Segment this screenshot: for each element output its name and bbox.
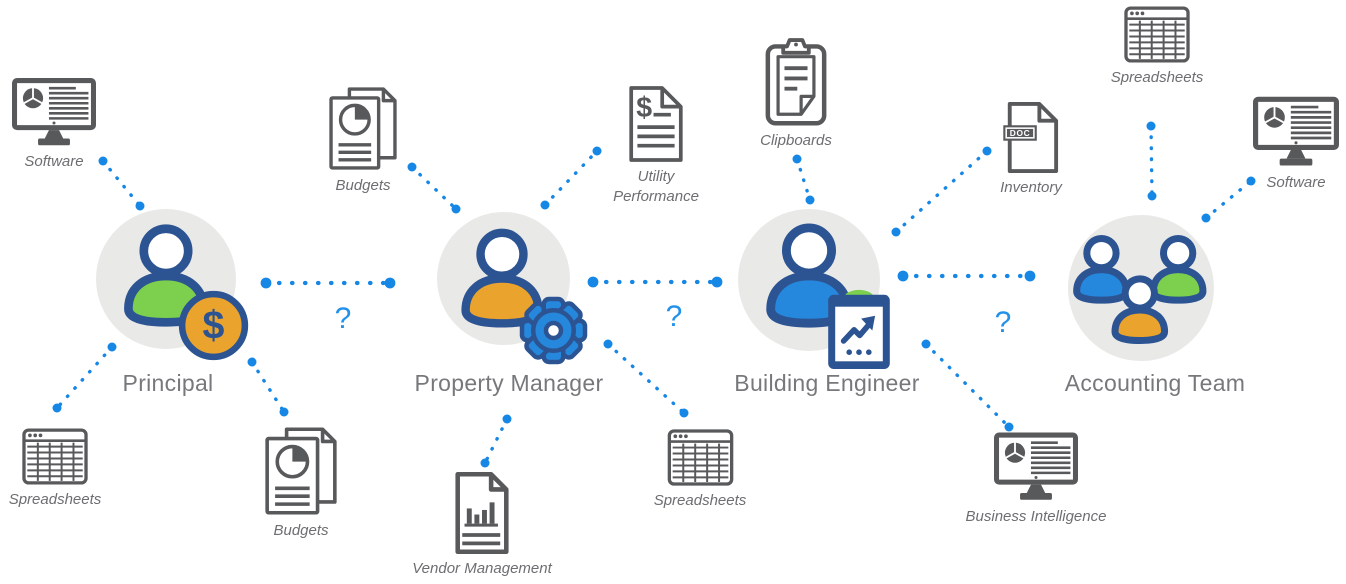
budgets-icon	[329, 87, 397, 170]
tool-label: Budgets	[273, 522, 329, 539]
gear-icon	[519, 296, 588, 365]
spreadsheet-icon	[1124, 6, 1190, 63]
clipboard-icon	[765, 38, 827, 126]
team-member-orange	[1111, 275, 1169, 344]
tool-label: Business Intelligence	[965, 508, 1107, 525]
monitor-report-icon	[994, 432, 1078, 500]
building-engineer-person-icon	[766, 223, 852, 328]
tool-label: Clipboards	[760, 132, 832, 149]
tool-label: Inventory	[1000, 179, 1062, 196]
monitor-report-icon	[1253, 96, 1339, 166]
role-label-principal: Principal	[122, 370, 214, 396]
tool-inventory: DOC Inventory	[975, 102, 1087, 198]
spreadsheet-icon	[667, 429, 733, 486]
tool-clipboards: Clipboards	[741, 36, 851, 151]
clipboard-chart-icon	[828, 289, 890, 369]
connector-property-manager-building-engineer	[587, 276, 723, 288]
role-label-building-engineer: Building Engineer	[734, 370, 920, 396]
question-mark-3: ?	[994, 306, 1012, 339]
property-manager-person-icon	[461, 228, 543, 328]
connector-spreadsheets-accounting-team	[1146, 121, 1157, 201]
dollar-coin-icon: $	[178, 290, 249, 361]
tool-budgets-bottom: Budgets	[246, 426, 356, 541]
tool-software-right: Software	[1241, 96, 1346, 193]
tool-utility-performance: $ Utility Performance	[606, 86, 706, 206]
tool-spreadsheets-top-right: Spreadsheets	[1096, 6, 1218, 88]
tool-label: Vendor Management	[412, 560, 552, 577]
tool-label: Software	[1266, 174, 1326, 191]
monitor-report-icon	[12, 78, 96, 146]
tool-label: Spreadsheets	[8, 491, 102, 508]
question-mark-1: ?	[334, 302, 352, 335]
doc-file-icon: DOC	[1003, 102, 1059, 173]
tool-spreadsheets-bottom-left: Spreadsheets	[0, 428, 116, 510]
connector-principal-property-manager	[260, 277, 396, 289]
spreadsheet-icon	[22, 428, 88, 485]
tool-label: Utility Performance	[613, 168, 699, 205]
role-label-accounting-team: Accounting Team	[1064, 370, 1246, 396]
connector-property-manager-vendor	[480, 414, 512, 468]
dollar-document-icon: $	[629, 86, 683, 162]
tool-budgets-top: Budgets	[308, 86, 418, 196]
budgets-icon	[265, 427, 337, 515]
tool-label: Software	[24, 153, 84, 170]
connector-clipboards-building-engineer	[792, 154, 815, 205]
accounting-team-icon	[1073, 234, 1207, 344]
tool-label: Budgets	[335, 177, 391, 194]
team-member-green	[1149, 234, 1207, 304]
connector-property-manager-utility	[540, 146, 602, 210]
tool-spreadsheets-bottom-center: Spreadsheets	[639, 429, 761, 511]
role-label-property-manager: Property Manager	[414, 370, 604, 396]
bar-chart-document-icon	[455, 472, 509, 554]
tool-label: Spreadsheets	[1110, 69, 1204, 86]
tool-label: Spreadsheets	[653, 492, 747, 509]
tool-business-intelligence: Business Intelligence	[951, 432, 1121, 527]
connector-building-engineer-accounting-team	[897, 270, 1036, 282]
team-member-blue	[1073, 234, 1130, 304]
doc-badge-text: DOC	[1010, 128, 1031, 138]
dollar-sign: $	[636, 92, 652, 124]
tool-vendor-management: Vendor Management	[397, 472, 567, 579]
tool-software-top-left: Software	[0, 78, 112, 172]
dollar-sign: $	[203, 304, 225, 348]
question-mark-2: ?	[665, 300, 683, 333]
